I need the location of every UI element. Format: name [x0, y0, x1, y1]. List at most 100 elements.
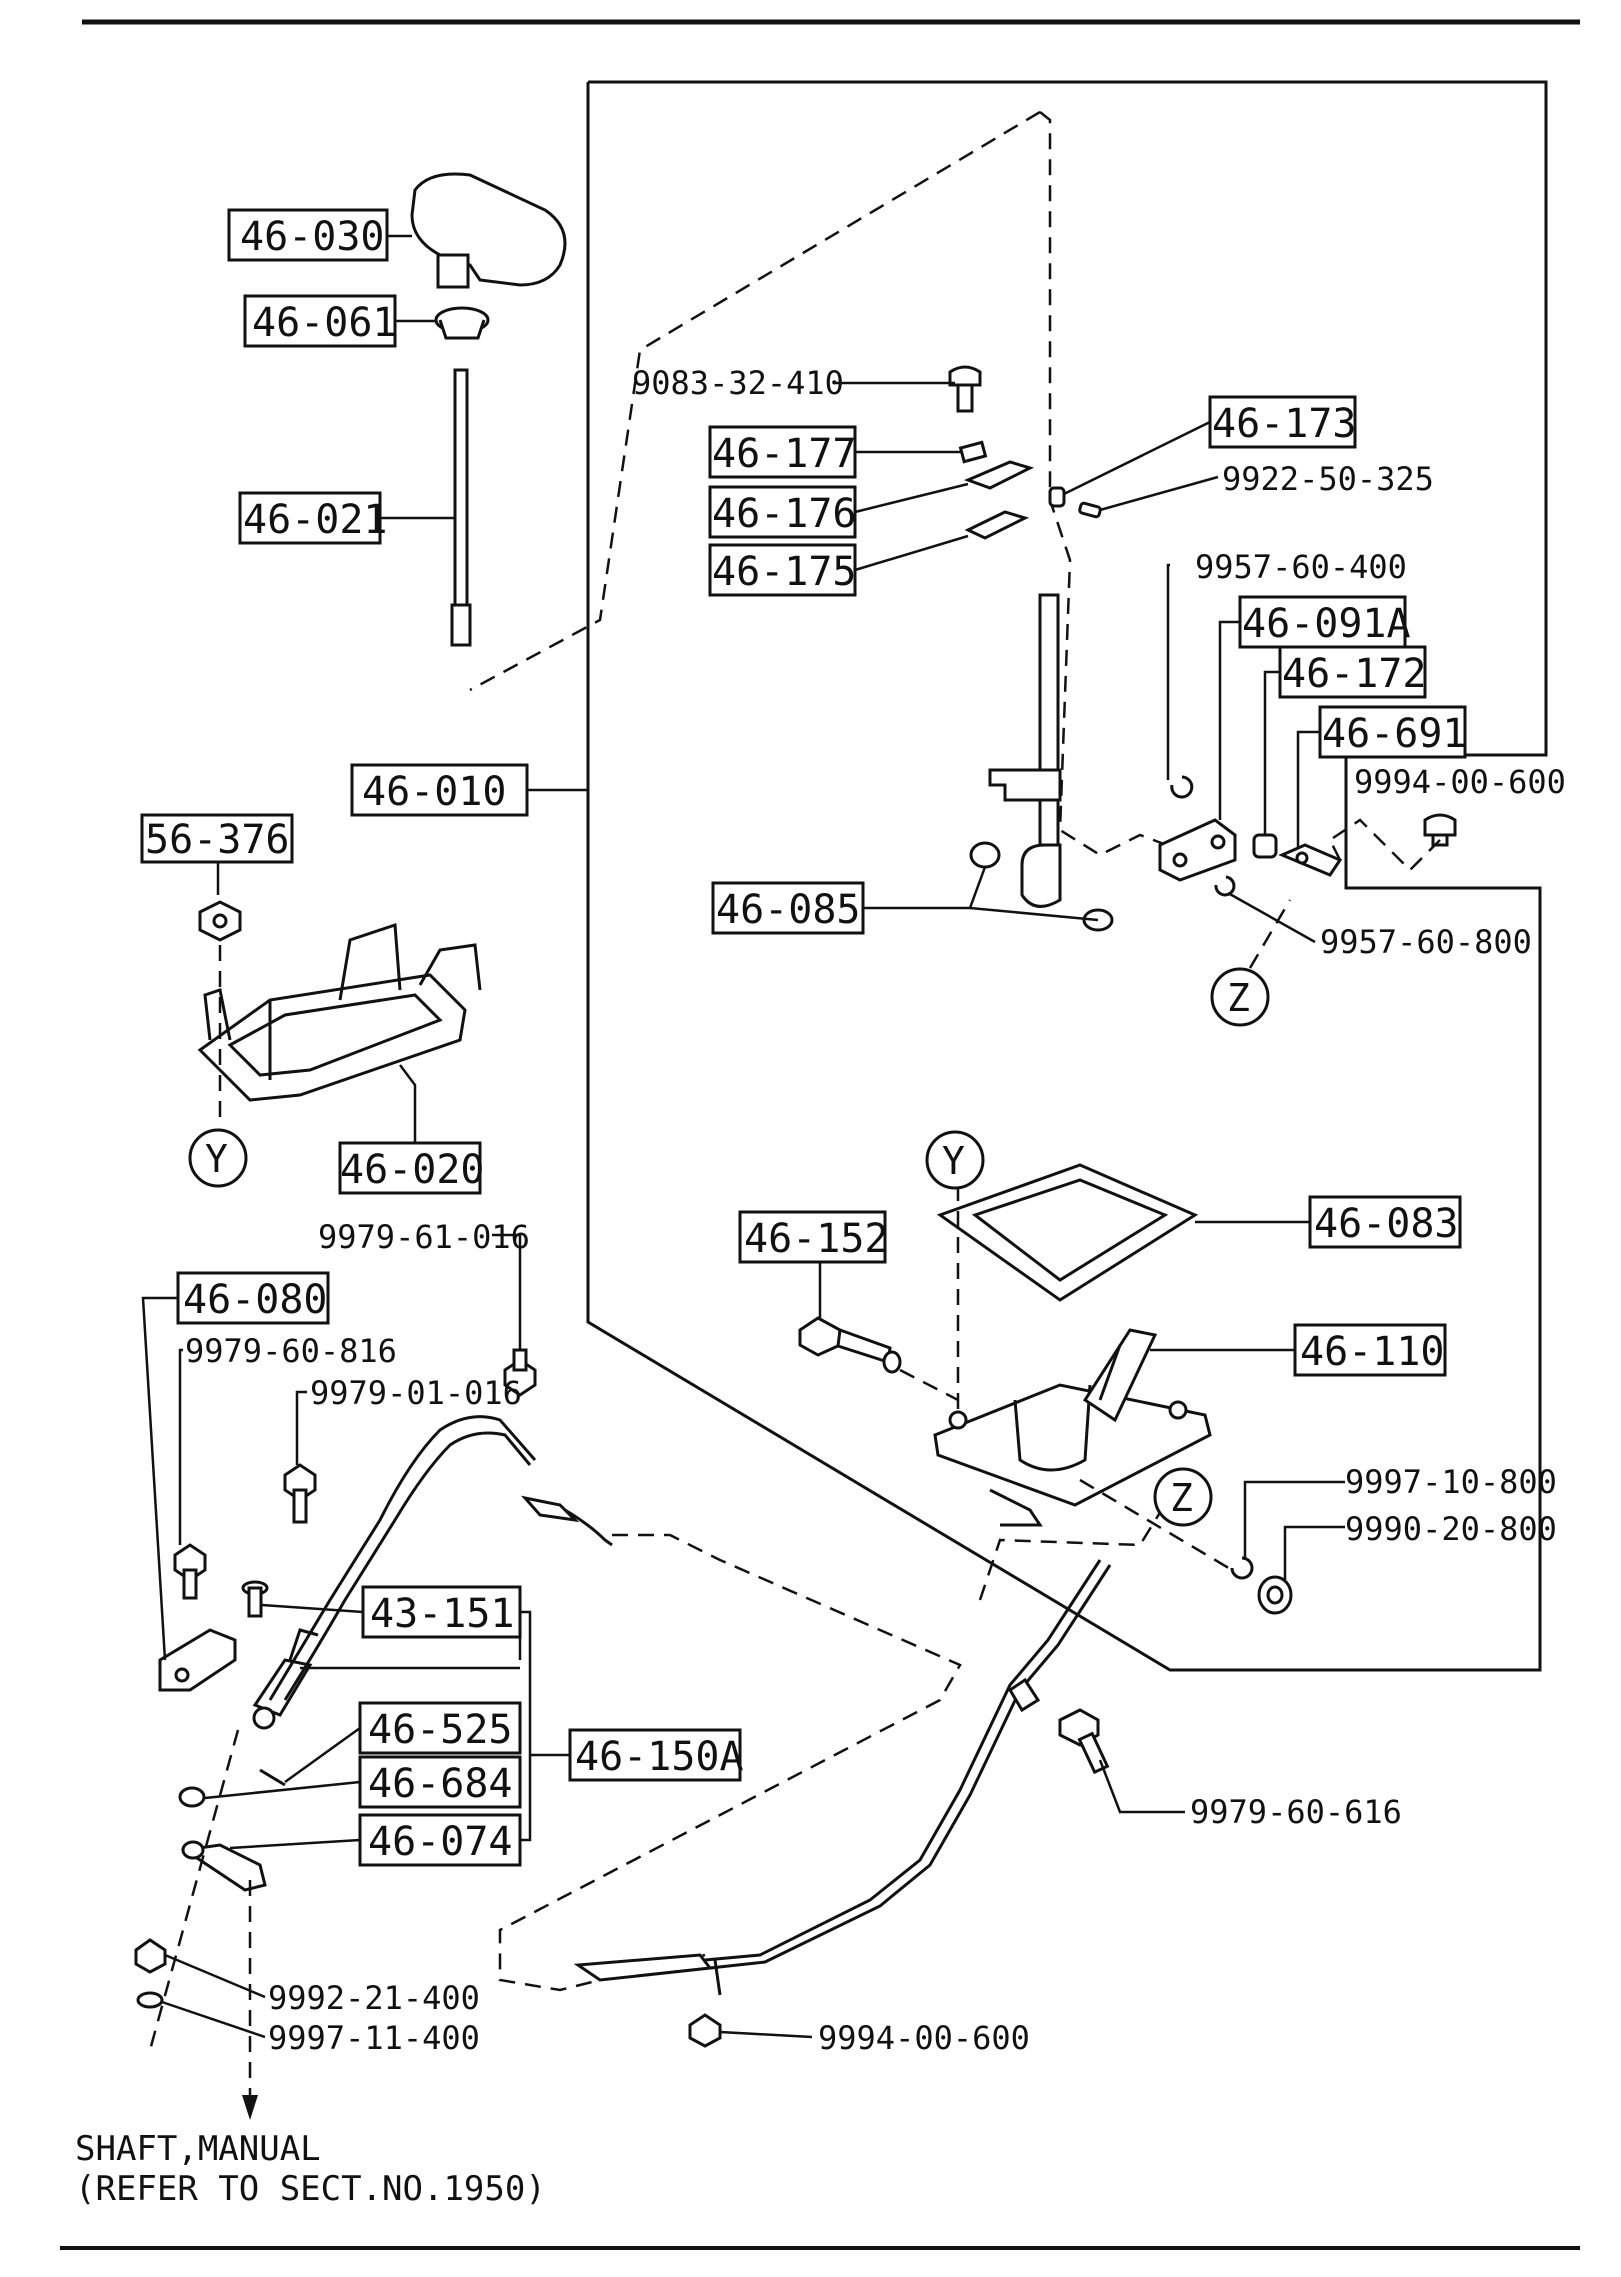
label-46-172: 46-172 [1278, 645, 1427, 699]
callout-z-upper: Z [1210, 967, 1270, 1027]
lower-cable-part [573, 1559, 1112, 1996]
svg-text:56-376: 56-376 [145, 817, 290, 863]
svg-text:(REFER TO SECT.NO.1950): (REFER TO SECT.NO.1950) [75, 2169, 546, 2209]
label-9994-00-600-top: 9994-00-600 [1354, 763, 1566, 801]
arrow-down-icon [242, 2095, 258, 2120]
clip-9957-400-part [1170, 775, 1194, 799]
label-46-525: 46-525 [358, 1701, 522, 1755]
mounting-bracket-part [197, 922, 482, 1102]
svg-text:46-177: 46-177 [712, 431, 857, 477]
svg-text:Z: Z [1227, 976, 1250, 1020]
label-9083-32-410: 9083-32-410 [632, 364, 844, 402]
plain-part-labels: 9083-32-410 9922-50-325 9957-60-400 9994… [185, 364, 1566, 2057]
label-46-074: 46-074 [358, 1813, 522, 1867]
shift-base-46-110-part [933, 1328, 1212, 1527]
svg-text:46-172: 46-172 [1282, 651, 1427, 697]
joint-46-691-part [1278, 843, 1343, 877]
svg-text:46-080: 46-080 [183, 1277, 328, 1323]
label-46-150A: 46-150A [568, 1728, 744, 1782]
svg-text:Z: Z [1170, 1476, 1193, 1520]
label-46-085: 46-085 [711, 881, 865, 935]
plates-46-175-177-part [958, 440, 1035, 540]
label-46-175: 46-175 [708, 543, 857, 597]
label-46-061: 46-061 [243, 294, 397, 348]
label-46-110: 46-110 [1293, 1323, 1447, 1377]
svg-text:46-152: 46-152 [744, 1216, 889, 1262]
label-9922-50-325: 9922-50-325 [1222, 460, 1434, 498]
bracket-46-080-part [158, 1628, 237, 1692]
svg-text:46-010: 46-010 [362, 769, 507, 815]
svg-text:43-151: 43-151 [370, 1591, 515, 1637]
svg-text:46-020: 46-020 [340, 1147, 485, 1193]
svg-text:46-684: 46-684 [368, 1761, 513, 1807]
pin-43-151-part [241, 1580, 269, 1618]
callout-y-bracket: Y [188, 1128, 248, 1188]
label-9979-01-016: 9979-01-016 [310, 1374, 522, 1412]
svg-text:46-175: 46-175 [712, 549, 857, 595]
shift-cable-part [252, 1415, 613, 1730]
nut-9994-bottom-part [688, 2013, 722, 2048]
collar-46-172-part [1252, 833, 1278, 859]
lever-rod-part [988, 593, 1062, 908]
svg-text:46-030: 46-030 [240, 214, 385, 260]
label-46-691: 46-691 [1318, 705, 1467, 759]
svg-text:46-091A: 46-091A [1242, 601, 1411, 647]
cable-dashed-path [498, 1533, 962, 1992]
svg-text:SHAFT,MANUAL: SHAFT,MANUAL [75, 2129, 321, 2169]
bushing-part [434, 306, 490, 340]
nut-56-376 [198, 900, 242, 942]
svg-text:46-176: 46-176 [712, 491, 857, 537]
svg-text:46-083: 46-083 [1314, 1201, 1459, 1247]
label-9997-10-800: 9997-10-800 [1345, 1463, 1557, 1501]
svg-text:46-021: 46-021 [243, 497, 388, 543]
label-46-684: 46-684 [358, 1755, 522, 1809]
svg-text:46-074: 46-074 [368, 1819, 513, 1865]
label-46-152: 46-152 [738, 1210, 889, 1264]
label-46-091A: 46-091A [1238, 595, 1411, 649]
bolt-9979-60-816-part [173, 1543, 207, 1600]
label-46-021: 46-021 [238, 491, 388, 545]
label-46-080: 46-080 [176, 1271, 330, 1325]
label-46-030: 46-030 [227, 208, 389, 262]
nut-9990-part [1257, 1575, 1293, 1615]
label-46-010: 46-010 [350, 763, 529, 817]
shift-rod-part [450, 368, 472, 647]
bolt-9979-61-016-part [503, 1348, 537, 1397]
washer-9997-400-part [136, 1991, 164, 2009]
pin-46-173-part [1048, 486, 1102, 519]
label-9994-00-600-bottom: 9994-00-600 [818, 2019, 1030, 2057]
label-9979-60-816: 9979-60-816 [185, 1332, 397, 1370]
label-9957-60-400: 9957-60-400 [1195, 548, 1407, 586]
label-46-020: 46-020 [338, 1141, 485, 1195]
svg-text:46-173: 46-173 [1212, 401, 1357, 447]
callout-z-lower: Z [1153, 1467, 1213, 1527]
label-46-177: 46-177 [708, 425, 857, 479]
bolt-46-152-part [798, 1316, 902, 1374]
lever-dashed-outline [1039, 111, 1200, 857]
svg-text:46-061: 46-061 [252, 300, 397, 346]
gasket-46-083-part [936, 1163, 1199, 1302]
svg-text:46-691: 46-691 [1322, 711, 1467, 757]
linkage-46-091A-part [1158, 818, 1237, 882]
washer-9997-800-part [1230, 1556, 1254, 1580]
svg-text:46-150A: 46-150A [575, 1734, 744, 1780]
boxed-part-labels: 46-030 46-061 46-021 46-010 56-376 46-02… [140, 208, 1467, 1867]
svg-text:Y: Y [942, 1139, 965, 1183]
label-9979-60-616: 9979-60-616 [1190, 1793, 1402, 1831]
nut-9992-part [134, 1938, 167, 1974]
label-9957-60-800: 9957-60-800 [1320, 923, 1532, 961]
label-46-083: 46-083 [1308, 1195, 1462, 1249]
leader-lines [141, 234, 1345, 2039]
label-46-176: 46-176 [708, 485, 857, 539]
callout-y-gasket: Y [925, 1130, 985, 1190]
svg-text:46-525: 46-525 [368, 1707, 513, 1753]
svg-text:46-110: 46-110 [1300, 1329, 1445, 1375]
label-9990-20-800: 9990-20-800 [1345, 1510, 1557, 1548]
label-46-173: 46-173 [1208, 395, 1357, 449]
bolt-9979-01-016-part [283, 1463, 317, 1524]
label-43-151: 43-151 [361, 1585, 522, 1639]
svg-text:Y: Y [205, 1137, 228, 1181]
label-56-376: 56-376 [140, 813, 294, 864]
